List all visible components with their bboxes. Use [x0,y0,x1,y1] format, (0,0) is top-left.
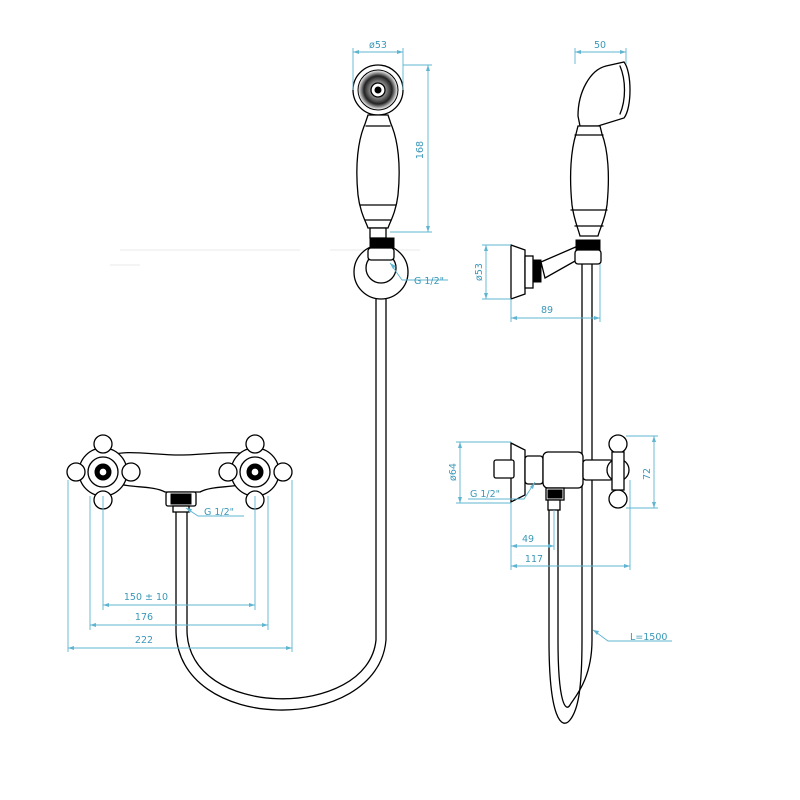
dim-label-total-width: 222 [135,635,153,646]
side-view [493,61,631,724]
dimensions: ø53 168 50 G 1/2" ø53 [67,40,672,652]
front-hose [175,281,387,711]
dim-label-handles-width: 176 [135,612,153,623]
right-cross-handle [218,434,293,510]
dim-label-handle-height: 72 [642,468,653,480]
dim-centers: 150 ± 10 [102,496,256,610]
dim-wall-support-diameter: ø53 [474,244,511,300]
dim-label-head-depth: 50 [594,40,606,51]
dim-label-inlet: G 1/2" [470,489,500,500]
side-hose [548,261,593,724]
dim-label-wall-support: ø53 [474,263,485,281]
dim-label-hose-length: L=1500 [630,632,667,643]
dim-label-mixer-outlet: G 1/2" [204,507,234,518]
dim-support-projection: 89 [510,264,601,322]
dim-hose-length: L=1500 [592,629,672,643]
dim-label-support-thread: G 1/2" [414,276,444,287]
dim-flange-diameter: ø64 [448,441,511,504]
side-mixer [493,434,630,511]
dim-handles-width: 176 [89,496,269,630]
dim-depth-total: 117 [511,480,631,570]
dim-depth-outlet: 49 [510,503,555,570]
dim-handle-length: 168 [390,64,432,233]
side-wall-support [510,239,602,300]
dim-handle-height: 72 [626,435,658,509]
side-hand-shower [569,61,631,237]
dim-support-thread: G 1/2" [389,262,448,287]
dim-shower-head-diameter: ø53 [352,40,404,90]
dim-inlet-thread: G 1/2" [468,481,536,500]
dim-label-flange: ø64 [448,463,459,481]
dim-label-support-projection: 89 [541,305,553,316]
dim-label-depth-outlet: 49 [522,534,534,545]
dim-mixer-outlet-thread: G 1/2" [185,507,244,518]
dim-label-depth-total: 117 [525,554,543,565]
dim-head-depth: 50 [574,40,627,64]
front-view [66,64,409,711]
dim-label-shower-head: ø53 [369,40,387,51]
dim-total-width: 222 [67,480,293,652]
dim-label-centers: 150 ± 10 [124,592,168,603]
dim-label-handle-length: 168 [415,141,426,159]
front-hand-shower [352,64,404,239]
left-cross-handle [66,434,141,510]
front-wall-support [353,237,409,300]
